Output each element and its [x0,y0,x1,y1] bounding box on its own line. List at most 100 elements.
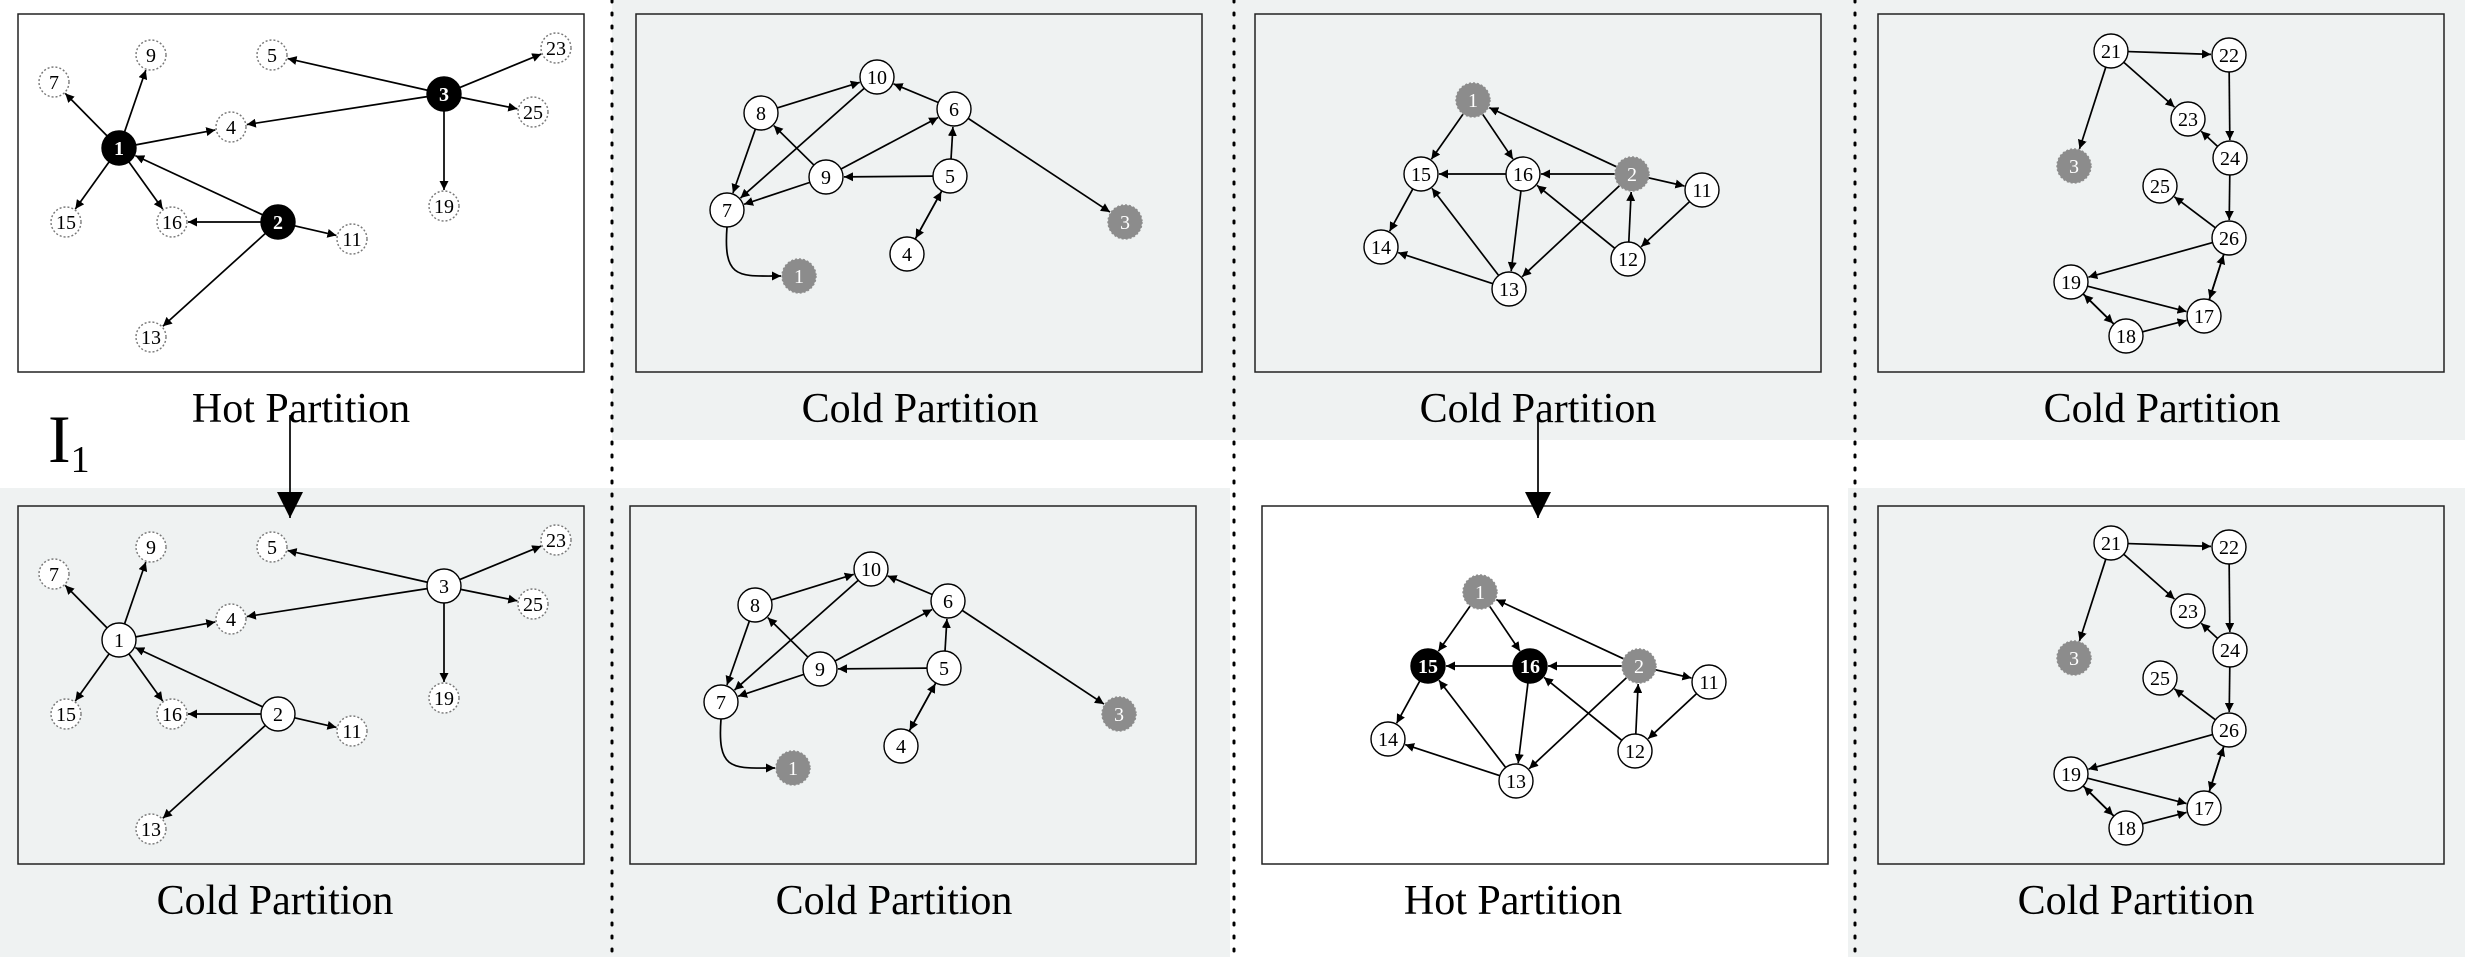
edge-2-11 [294,716,337,730]
edge-26-17 [2207,745,2225,792]
node-label: 9 [821,167,831,189]
node-12: 12 [1617,733,1653,769]
node-label: 4 [896,736,906,758]
edge-26-19 [2088,241,2213,280]
node-7: 7 [38,66,70,98]
node-label: 25 [523,102,543,124]
node-circle [2053,264,2089,300]
node-circle [2142,660,2178,696]
edge-18-17 [2142,810,2187,825]
node-circle [1610,241,1646,277]
edge-21-23 [2123,553,2176,600]
edge-21-22 [2127,541,2212,551]
edge-24-26 [2224,174,2234,221]
edge-9-6 [834,608,933,662]
edge-2-13 [1528,676,1628,770]
node-label: 10 [861,559,881,581]
node-circle [859,59,895,95]
panel-caption: Hot Partition [1404,878,1622,924]
node-circle [38,558,70,590]
edge-21-3 [2077,66,2107,150]
edge-7-1 [719,718,776,773]
node-circle [260,696,296,732]
node-label: 7 [49,564,59,586]
node-label: 24 [2220,148,2240,170]
node-circle [703,684,739,720]
node-label: 26 [2219,720,2239,742]
node-circle [426,76,462,112]
node-15: 15 [1410,648,1446,684]
node-label: 19 [434,196,454,218]
node-circle [775,750,811,786]
panel-caption: Cold Partition [157,878,394,924]
edge-13-15 [1431,187,1500,277]
node-label: 2 [1634,656,1644,678]
node-label: 17 [2194,798,2214,820]
node-label: 7 [722,200,732,222]
edge-1-15 [1437,605,1471,652]
node-4: 4 [215,111,247,143]
node-circle [853,551,889,587]
node-circle [426,568,462,604]
node-label: 19 [434,688,454,710]
node-circle [2212,140,2248,176]
node-circle [1455,82,1491,118]
node-label: 10 [867,67,887,89]
node-label: 15 [56,704,76,726]
node-circle [1363,229,1399,265]
edge-24-23 [2200,622,2219,640]
node-circle [2053,756,2089,792]
node-circle [2093,33,2129,69]
edge-9-7 [743,181,811,206]
edge-4-5 [914,191,943,240]
node-circle [1505,156,1541,192]
node-label: 2 [1627,164,1637,186]
node-circle [101,622,137,658]
node-circle [256,39,288,71]
edge-1-4 [135,127,216,146]
edge-8-7 [725,620,751,686]
node-9: 9 [808,159,844,195]
node-label: 4 [226,609,236,631]
node-8: 8 [737,587,773,623]
node-8: 8 [743,95,779,131]
node-label: 13 [1499,279,1519,301]
edge-2-1 [1495,598,1624,660]
edge-10-7 [733,579,859,691]
node-label: 7 [716,692,726,714]
node-circle [936,91,972,127]
node-5: 5 [256,531,288,563]
edge-13-15 [1438,679,1507,769]
panel-caption: Cold Partition [2018,878,2255,924]
node-label: 15 [1411,164,1431,186]
node-1: 1 [1462,574,1498,610]
node-21: 21 [2093,525,2129,561]
node-circle [1410,648,1446,684]
panel-frame [635,13,1203,373]
node-16: 16 [1505,156,1541,192]
node-label: 11 [342,229,361,251]
node-circle [802,651,838,687]
node-label: 3 [439,84,449,106]
panel-caption: Hot Partition [192,386,410,432]
node-label: 3 [439,576,449,598]
node-label: 9 [146,45,156,67]
node-circle [2108,810,2144,846]
node-label: 5 [939,658,949,680]
node-6: 6 [930,583,966,619]
edge-1-9 [123,69,148,133]
node-circle [1512,648,1548,684]
iteration-label: I1 [48,401,90,481]
node-2: 2 [260,696,296,732]
node-label: 4 [902,244,912,266]
node-label: 11 [1692,180,1711,202]
iteration-subscript: 1 [71,439,90,481]
node-26: 26 [2211,220,2247,256]
edge-18-19 [2083,786,2115,817]
node-label: 5 [945,166,955,188]
node-label: 3 [2069,156,2079,178]
node-13: 13 [1491,271,1527,307]
